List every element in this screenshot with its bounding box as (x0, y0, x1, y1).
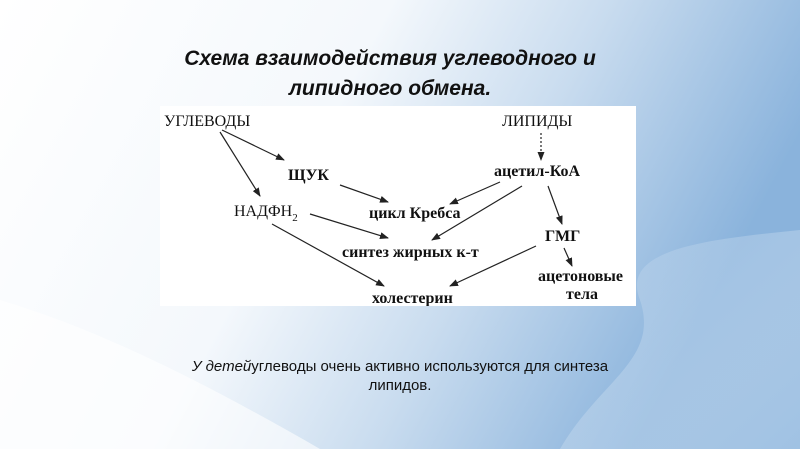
node-cholesterol: холестерин (372, 290, 453, 306)
node-pvk: ЩУК (288, 167, 329, 184)
metabolism-diagram: УГЛЕВОДЫ ЛИПИДЫ ЩУК ацетил-КоА НАДФН2 ци… (160, 106, 636, 306)
slide-title: Схема взаимодействия углеводного и липид… (150, 44, 630, 104)
node-krebs-cycle: цикл Кребса (369, 205, 461, 222)
node-lipids: ЛИПИДЫ (502, 113, 572, 130)
node-hmg: ГМГ (545, 228, 580, 245)
node-ketone-line-1: ацетоновые (538, 268, 623, 285)
slide-caption: У детейуглеводы очень активно используют… (140, 357, 660, 395)
arrow-hmg-to-cholesterol (449, 245, 537, 287)
arrow-nadph-to-cholesterol (271, 223, 385, 287)
node-nadph: НАДФН2 (234, 203, 298, 224)
caption-line-2: липидов. (368, 377, 432, 394)
caption-line-1: У детейуглеводы очень активно используют… (140, 357, 660, 376)
arrow-hmg-to-ketone-bodies (563, 247, 573, 267)
title-line-1: Схема взаимодействия углеводного и (184, 47, 596, 70)
arrow-acetyl-coa-to-hmg (547, 185, 563, 225)
arrow-acetyl-coa-to-krebs (449, 181, 501, 205)
title-line-2: липидного обмена. (288, 77, 492, 100)
arrow-acetyl-coa-to-fatty-acid (431, 185, 523, 241)
node-nadph-subscript: 2 (292, 212, 298, 224)
node-acetyl-coa: ацетил-КоА (494, 163, 581, 180)
arrow-carbs-to-pvk (221, 129, 285, 161)
node-fatty-acid-synthesis: синтез жирных к-т (342, 244, 479, 261)
node-carbohydrates: УГЛЕВОДЫ (164, 113, 250, 130)
caption-text: углеводы очень активно используются для … (251, 358, 609, 375)
diagram-canvas: УГЛЕВОДЫ ЛИПИДЫ ЩУК ацетил-КоА НАДФН2 ци… (164, 113, 623, 306)
arrow-nadph-to-fatty-acid (309, 213, 389, 239)
node-nadph-base: НАДФН (234, 203, 293, 220)
arrow-carbs-to-nadph (219, 131, 261, 197)
caption-emphasis: У детей (191, 358, 252, 375)
arrow-pvk-to-krebs (339, 184, 389, 203)
node-ketone-line-2: тела (566, 286, 598, 303)
